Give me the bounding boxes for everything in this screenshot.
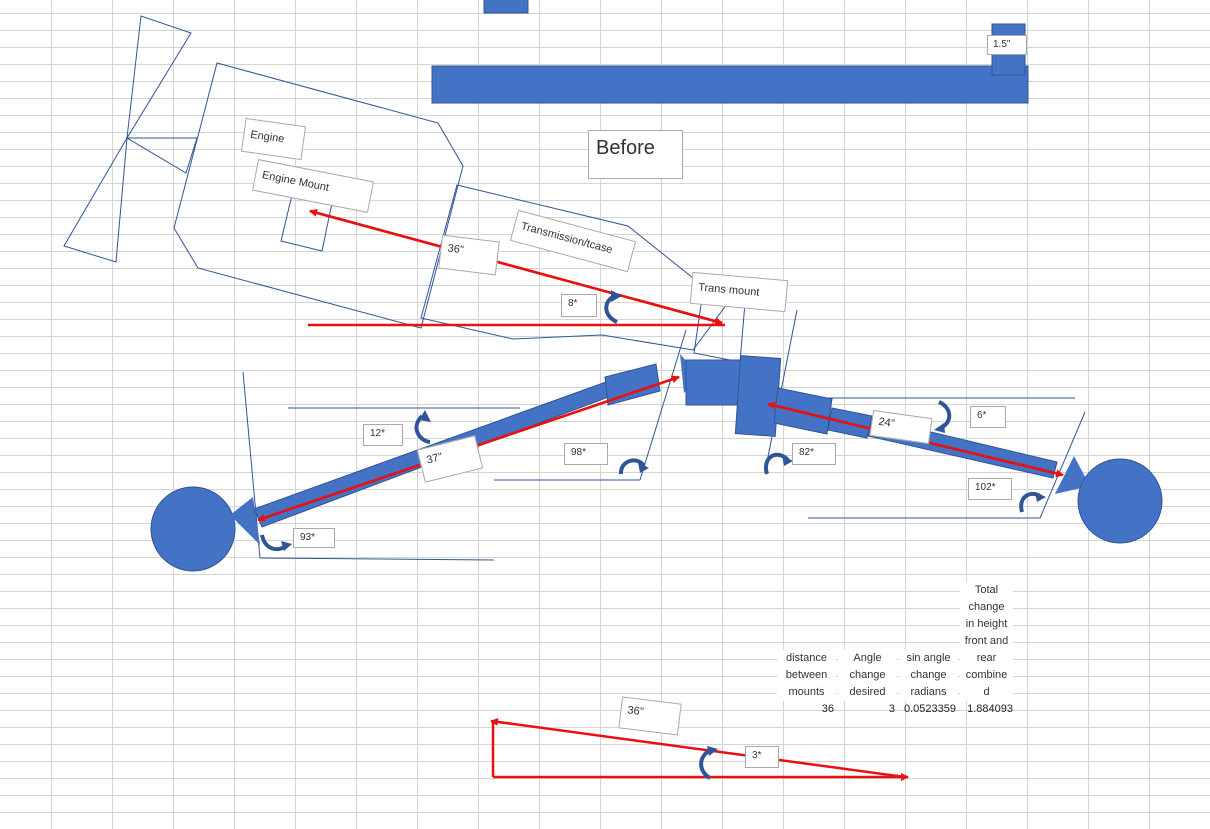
table-cell-total[interactable]: 1.884093 [967, 703, 1013, 715]
header-line: mounts [777, 684, 836, 701]
angle-3-label: 3* [745, 746, 779, 768]
header-line: distance [777, 650, 836, 667]
header-line: in height [960, 616, 1013, 633]
engine-block [173, 62, 464, 329]
angle-8-label: 8* [561, 294, 597, 317]
header-line: d [960, 684, 1013, 701]
fan-blade-lower [63, 137, 128, 263]
header-line: combine [960, 667, 1013, 684]
frame-beam [431, 65, 1029, 104]
header-line: change [899, 667, 958, 684]
header-line: front and [960, 633, 1013, 650]
table-header-sin[interactable]: sin angle change radians [899, 650, 958, 701]
rear-axle [1077, 458, 1163, 544]
curved-arrow-icon [938, 400, 952, 430]
header-line: change [838, 667, 897, 684]
fan-shape [126, 15, 192, 139]
shim-label: 1.5" [987, 35, 1027, 55]
angle-98-label: 98* [564, 443, 608, 465]
dist-36-top-label: 36" [438, 234, 500, 276]
table-cell-sin[interactable]: 0.0523359 [904, 703, 956, 715]
angle-82-label: 82* [792, 443, 836, 465]
header-line: desired [838, 684, 897, 701]
rear-yoke-1 [773, 387, 833, 435]
table-cell-distance[interactable]: 36 [821, 703, 834, 715]
header-line: sin angle [899, 650, 958, 667]
top-block [483, 0, 529, 14]
fan-hub [125, 137, 198, 174]
arrow-36-bottom [490, 717, 906, 779]
header-line: rear [960, 650, 1013, 667]
header-line: radians [899, 684, 958, 701]
header-line: change [960, 599, 1013, 616]
header-line: between [777, 667, 836, 684]
curved-arrow-icon [619, 458, 646, 475]
angle-6-label: 6* [970, 406, 1006, 428]
header-line: Angle [838, 650, 897, 667]
front-pinion-yoke [230, 497, 260, 545]
header-line: Total [960, 582, 1013, 599]
table-cell-angle[interactable]: 3 [888, 703, 895, 715]
table-header-total[interactable]: Total change in height front and rear co… [960, 582, 1013, 701]
table-header-distance[interactable]: distance between mounts [777, 650, 836, 701]
front-axle [150, 486, 236, 572]
before-title: Before [588, 130, 683, 179]
angle-93-label: 93* [293, 528, 335, 548]
angle-102-label: 102* [968, 478, 1012, 500]
angle-12-label: 12* [363, 424, 403, 446]
front-slip-yoke [604, 363, 661, 406]
table-header-angle[interactable]: Angle change desired [838, 650, 897, 701]
